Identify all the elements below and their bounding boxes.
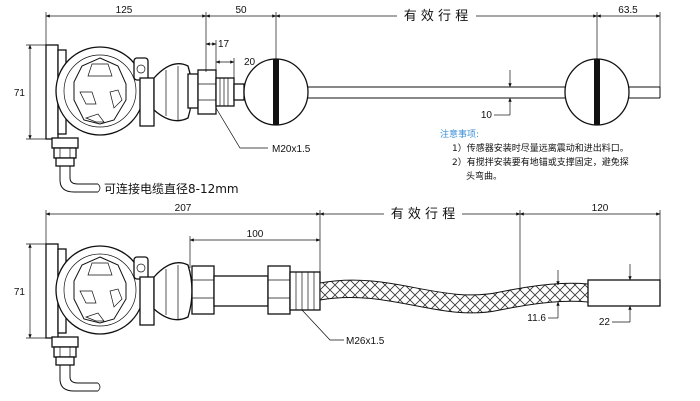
top-housing: [45, 44, 155, 140]
top-dim-20: 20: [244, 57, 256, 68]
top-dim-stroke: 有 效 行 程: [404, 9, 468, 24]
bottom-dim-120: 120: [592, 203, 609, 214]
top-thread-label: M20x1.5: [272, 144, 311, 155]
bottom-probe: [587, 279, 661, 307]
top-float-1: [243, 58, 309, 126]
top-dim-17: 17: [218, 39, 230, 50]
bottom-dim-11-6: 11.6: [527, 313, 546, 324]
top-cable-gland: [51, 137, 101, 193]
bottom-cable-gland: [51, 336, 101, 392]
bottom-dimensions: 207 有 效 行 程 120 100 71 11.6 22 M26x1.5: [14, 203, 661, 347]
top-drawing: 125 50 有 效 行 程 63.5 17 20 71 10 M20x1.5 …: [14, 5, 661, 196]
bottom-hex-nut-1: [191, 265, 215, 315]
bottom-dim-207: 207: [175, 203, 192, 214]
notes-item-2-line-2: 头弯曲。: [466, 170, 502, 182]
top-float-2: [564, 58, 630, 126]
notes-item-1: 1）传感器安装时尽量远离震动和进出料口。: [452, 142, 629, 154]
top-dim-125: 125: [116, 5, 133, 16]
bottom-hex-nut-2: [267, 265, 321, 315]
top-dim-71: 71: [14, 88, 26, 99]
bottom-housing: [45, 243, 155, 339]
top-dim-50: 50: [235, 5, 247, 16]
top-dimensions: 125 50 有 效 行 程 63.5 17 20 71 10 M20x1.5 …: [14, 5, 661, 196]
bottom-drawing: 207 有 效 行 程 120 100 71 11.6 22 M26x1.5: [14, 203, 661, 392]
bottom-thread-label: M26x1.5: [346, 336, 385, 347]
notes-item-2-line-1: 2）有搅拌安装要有地锚或支撑固定，避免探: [452, 156, 629, 168]
bottom-tube: [213, 275, 269, 307]
notes-title: 注意事项:: [440, 128, 479, 140]
bottom-dim-71: 71: [14, 287, 26, 298]
bottom-neck: [153, 262, 193, 321]
bottom-braided-cable: [319, 279, 589, 314]
bottom-dim-100: 100: [247, 229, 264, 240]
top-neck: [153, 63, 199, 122]
bottom-dim-stroke: 有 效 行 程: [391, 207, 455, 222]
installation-notes: 注意事项: 1）传感器安装时尽量远离震动和进出料口。 2）有搅拌安装要有地锚或支…: [440, 128, 629, 182]
top-dim-63-5: 63.5: [618, 5, 638, 16]
top-dim-10: 10: [481, 110, 493, 121]
cable-diameter-note: 可连接电缆直径8-12mm: [104, 181, 239, 196]
bottom-dim-22: 22: [599, 317, 611, 328]
top-hex-nut: [197, 69, 245, 115]
